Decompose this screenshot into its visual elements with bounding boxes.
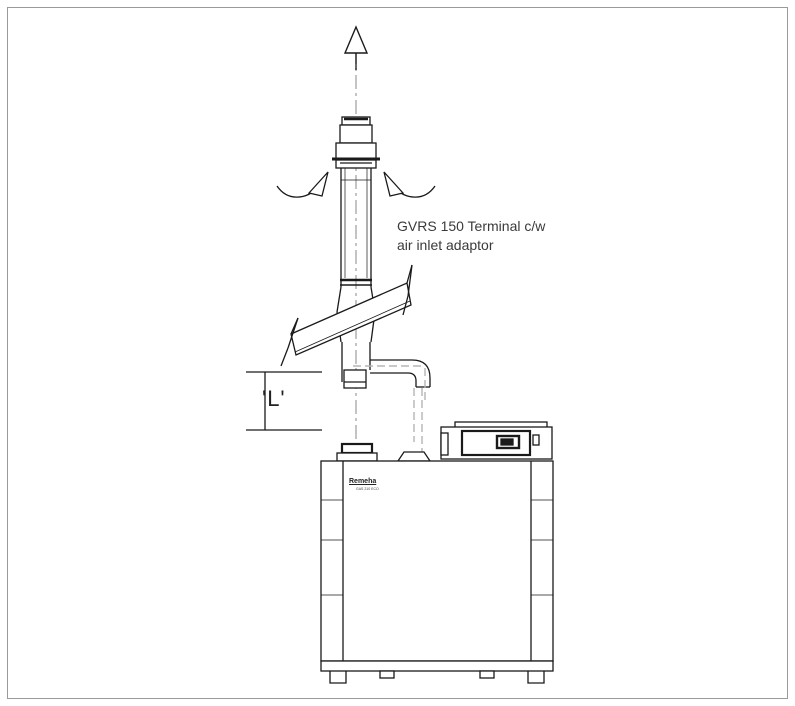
- terminal-callout-label: GVRS 150 Terminal c/w air inlet adaptor: [397, 217, 545, 255]
- terminal-cap: [332, 116, 380, 169]
- exhaust-arrow-icon: [343, 25, 369, 70]
- callout-line-2: air inlet adaptor: [397, 237, 494, 253]
- diagram-frame: [7, 7, 788, 699]
- dimension-label: 'L': [262, 386, 286, 411]
- boiler-brand-logo: Remeha: [349, 478, 377, 485]
- air-inlet-left-arrow-icon: [276, 171, 329, 198]
- offset-elbow-pipe: [353, 359, 431, 488]
- boiler-unit: [320, 421, 554, 684]
- boiler-model-label: GAS 210 ECO: [356, 487, 379, 491]
- air-inlet-right-arrow-icon: [383, 171, 436, 198]
- roof-flashing: [280, 264, 413, 367]
- dimension-bracket-l: [246, 371, 322, 431]
- callout-line-1: GVRS 150 Terminal c/w: [397, 218, 546, 234]
